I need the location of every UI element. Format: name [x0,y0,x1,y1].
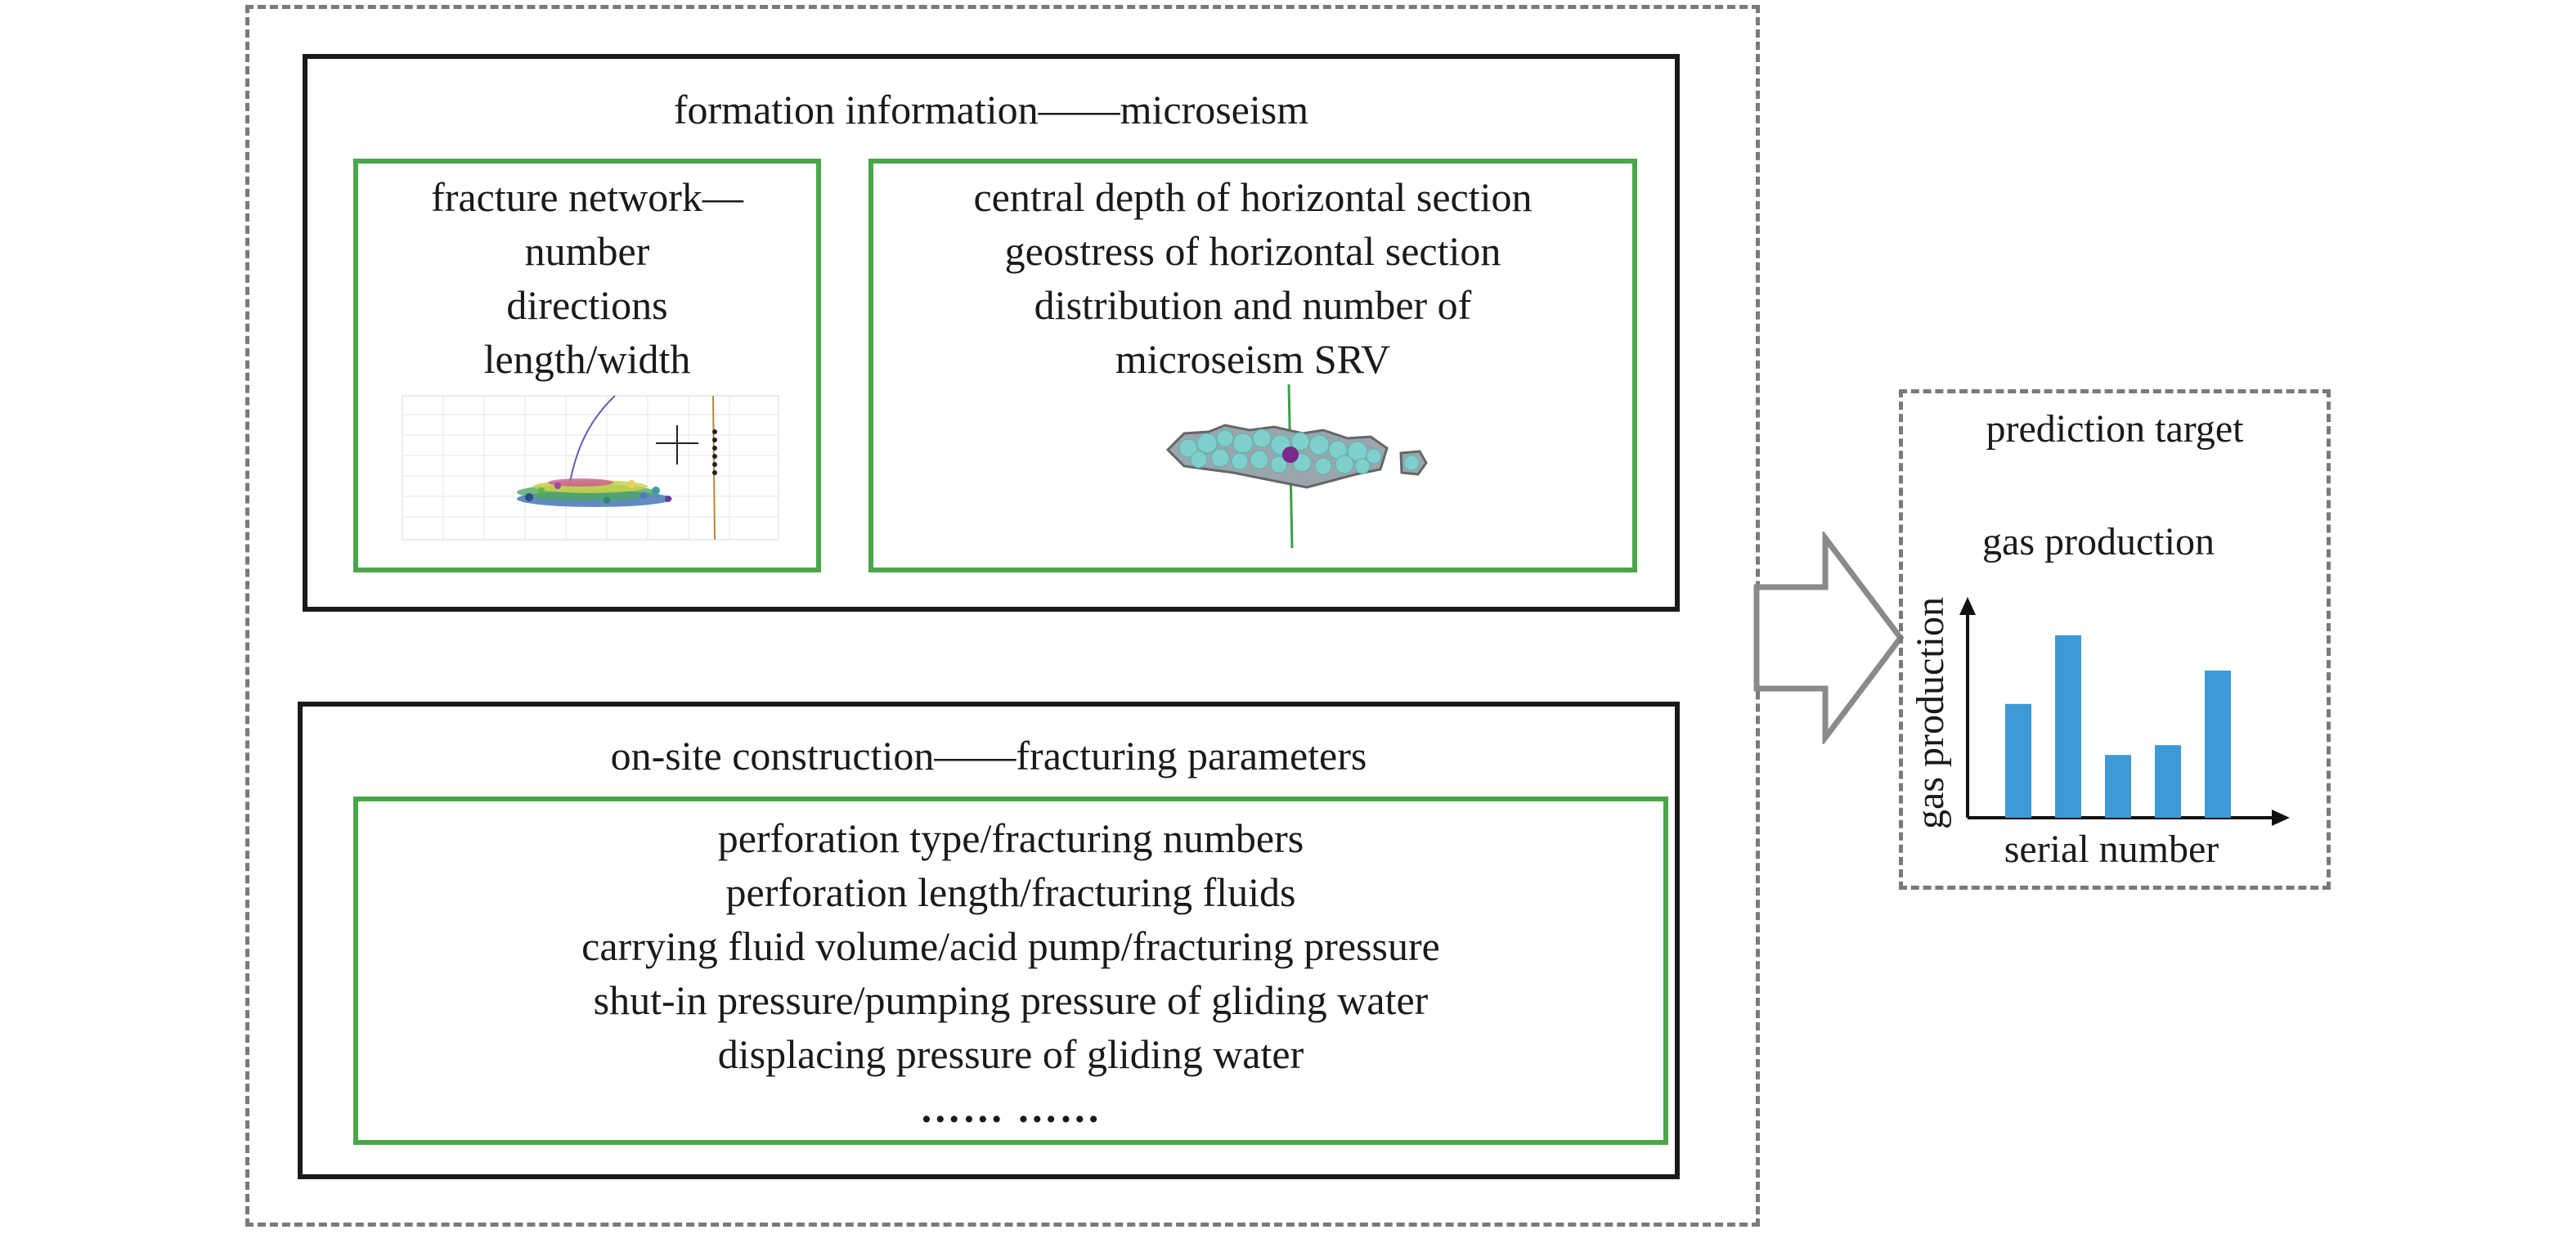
fracturing-parameters-box: perforation type/fracturing numbers perf… [353,796,1668,1145]
fracture-line-4: length/width [483,336,691,382]
x-axis-label: serial number [2004,828,2219,871]
prediction-target-box: prediction target gas production [1899,389,2331,890]
onsite-construction-box: on-site construction——fracturing paramet… [298,702,1680,1179]
depth-line-2: geostress of horizontal section [1004,228,1501,274]
parameter-ellipsis: …… …… [919,1085,1102,1131]
construction-title: on-site construction——fracturing paramet… [610,733,1367,779]
parameter-line-1: perforation type/fracturing numbers [717,815,1304,861]
prediction-subtitle: gas production [1982,520,2215,563]
bar-2 [2055,635,2081,818]
microseism-srv-image [1165,384,1428,549]
fracture-line-2: number [524,228,650,274]
fracturing-parameters-text: perforation type/fracturing numbers perf… [358,811,1663,1135]
fracture-network-text: fracture network— number directions leng… [358,170,816,386]
bar-4 [2155,745,2181,818]
bar-1 [2005,703,2031,818]
y-axis-arrowhead [1959,597,1976,615]
bar-5 [2205,671,2231,818]
right-arrow-icon [1753,532,1905,744]
microseism-scatter-image [402,395,779,541]
gas-production-bar-chart: serial number gas production [1909,597,2290,871]
parameter-line-3: carrying fluid volume/acid pump/fracturi… [581,923,1440,969]
fracture-line-3: directions [506,282,668,328]
horizontal-section-text: central depth of horizontal section geos… [873,170,1632,386]
prediction-title: prediction target [1986,407,2244,451]
horizontal-section-box: central depth of horizontal section geos… [868,159,1637,572]
depth-line-3: distribution and number of [1034,282,1472,328]
bar-3 [2105,755,2131,818]
formation-information-box: formation information——microseism [303,54,1680,612]
formation-title: formation information——microseism [673,87,1309,132]
depth-line-1: central depth of horizontal section [973,174,1533,220]
fracture-network-box: fracture network— number directions leng… [353,159,821,572]
y-axis-label: gas production [1909,597,1952,829]
depth-line-4: microseism SRV [1115,336,1391,382]
parameter-line-5: displacing pressure of gliding water [717,1031,1304,1077]
parameter-line-2: perforation length/fracturing fluids [725,869,1296,915]
fracture-line-1: fracture network— [431,174,743,220]
x-axis-arrowhead [2272,810,2290,826]
parameter-line-4: shut-in pressure/pumping pressure of gli… [593,977,1429,1023]
